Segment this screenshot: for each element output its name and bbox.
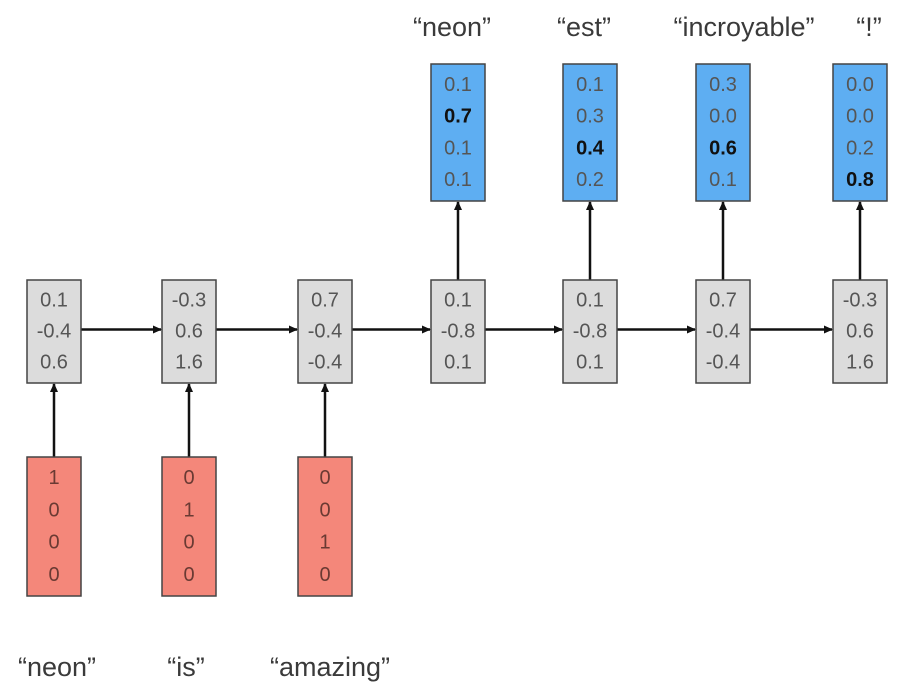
input-vector-box-value: 0 xyxy=(319,564,330,586)
input-vector-box-value: 0 xyxy=(48,499,59,521)
hidden-state-box-value: 0.7 xyxy=(311,290,339,312)
hidden-state-box-rect xyxy=(161,279,217,384)
hidden-state-box: 0.7 -0.4 -0.4 xyxy=(695,279,751,384)
output-vector-box-value: 0.0 xyxy=(846,106,874,128)
output-vector-box-value: 0.0 xyxy=(709,106,737,128)
input-vector-box-rect xyxy=(26,456,82,597)
hidden-state-box-value: 0.1 xyxy=(40,290,68,312)
hidden-state-box-rect xyxy=(695,279,751,384)
hidden-state-box-value: 1.6 xyxy=(846,352,874,374)
hidden-state-box-rect xyxy=(430,279,486,384)
input-vector-box: 1 0 0 0 xyxy=(26,456,82,597)
hidden-state-box-value: 0.1 xyxy=(444,352,472,374)
hidden-state-box-value: -0.4 xyxy=(308,352,342,374)
output-word-label: “est” xyxy=(557,12,611,42)
output-vector-box-rect xyxy=(832,63,888,202)
hidden-state-box-rect xyxy=(297,279,353,384)
input-vector-box-value: 0 xyxy=(183,532,194,554)
input-vector-box: 0 0 1 0 xyxy=(297,456,353,597)
boxes-layer: 0.1-0.40.6-0.30.61.60.7-0.4-0.40.1-0.80.… xyxy=(26,63,888,597)
hidden-state-box: 0.1 -0.8 0.1 xyxy=(562,279,618,384)
hidden-state-box-value: -0.8 xyxy=(573,321,607,343)
hidden-state-box-value: 1.6 xyxy=(175,352,203,374)
output-vector-box-value: 0.8 xyxy=(846,169,874,191)
input-vector-box-value: 0 xyxy=(319,467,330,489)
output-vector-box-value: 0.1 xyxy=(444,74,472,96)
input-word-label: “neon” xyxy=(18,652,96,682)
output-word-label: “!” xyxy=(856,12,881,42)
input-vector-box-value: 1 xyxy=(183,499,194,521)
output-vector-box-value: 0.2 xyxy=(846,137,874,159)
hidden-state-box-value: 0.1 xyxy=(576,352,604,374)
output-vector-box-value: 0.1 xyxy=(709,169,737,191)
hidden-state-box-value: -0.4 xyxy=(706,321,740,343)
hidden-state-box-value: -0.3 xyxy=(172,290,206,312)
hidden-state-box-value: -0.4 xyxy=(37,321,71,343)
hidden-state-box-value: 0.1 xyxy=(576,290,604,312)
hidden-state-box-value: -0.4 xyxy=(308,321,342,343)
output-vector-box-value: 0.1 xyxy=(444,169,472,191)
output-vector-box-value: 0.7 xyxy=(444,106,472,128)
input-vector-box: 0 1 0 0 xyxy=(161,456,217,597)
output-vector-box-value: 0.3 xyxy=(576,106,604,128)
hidden-state-box-rect xyxy=(832,279,888,384)
hidden-state-box: 0.1 -0.8 0.1 xyxy=(430,279,486,384)
hidden-state-box-value: 0.1 xyxy=(444,290,472,312)
output-vector-box: 0.3 0.0 0.6 0.1 xyxy=(695,63,751,202)
hidden-state-box-value: -0.8 xyxy=(441,321,475,343)
hidden-state-box-rect xyxy=(26,279,82,384)
hidden-state-box-value: -0.4 xyxy=(706,352,740,374)
input-vector-box-value: 0 xyxy=(48,564,59,586)
output-vector-box-rect xyxy=(430,63,486,202)
input-vector-box-value: 0 xyxy=(183,467,194,489)
output-vector-box-rect xyxy=(562,63,618,202)
input-vector-box-value: 1 xyxy=(48,467,59,489)
output-word-label: “neon” xyxy=(413,12,491,42)
output-vector-box-value: 0.2 xyxy=(576,169,604,191)
hidden-state-box-value: 0.7 xyxy=(709,290,737,312)
hidden-state-box-value: -0.3 xyxy=(843,290,877,312)
input-vector-box-value: 0 xyxy=(48,532,59,554)
hidden-state-box: 0.1 -0.4 0.6 xyxy=(26,279,82,384)
input-vector-box-value: 0 xyxy=(183,564,194,586)
input-word-label: “is” xyxy=(167,652,204,682)
input-word-label: “amazing” xyxy=(270,652,390,682)
output-vector-box-rect xyxy=(695,63,751,202)
hidden-state-box: -0.3 0.6 1.6 xyxy=(832,279,888,384)
hidden-state-box-value: 0.6 xyxy=(846,321,874,343)
output-vector-box: 0.1 0.7 0.1 0.1 xyxy=(430,63,486,202)
output-vector-box: 0.0 0.0 0.2 0.8 xyxy=(832,63,888,202)
output-vector-box-value: 0.4 xyxy=(576,137,605,159)
output-vector-box-value: 0.1 xyxy=(444,137,472,159)
hidden-state-box: -0.3 0.6 1.6 xyxy=(161,279,217,384)
hidden-state-box-value: 0.6 xyxy=(175,321,203,343)
input-vector-box-value: 0 xyxy=(319,499,330,521)
output-vector-box-value: 0.0 xyxy=(846,74,874,96)
hidden-state-box-rect xyxy=(562,279,618,384)
output-vector-box: 0.1 0.3 0.4 0.2 xyxy=(562,63,618,202)
output-vector-box-value: 0.6 xyxy=(709,137,737,159)
input-vector-box-rect xyxy=(297,456,353,597)
hidden-state-box: 0.7 -0.4 -0.4 xyxy=(297,279,353,384)
input-vector-box-value: 1 xyxy=(319,532,330,554)
output-vector-box-value: 0.1 xyxy=(576,74,604,96)
labels-layer: “neon” “est” “incroyable” “!” “neon” “is” “ama… xyxy=(18,12,882,682)
output-word-label: “incroyable” xyxy=(673,12,814,42)
input-vector-box-rect xyxy=(161,456,217,597)
output-vector-box-value: 0.3 xyxy=(709,74,737,96)
hidden-state-box-value: 0.6 xyxy=(40,352,68,374)
arrows-layer xyxy=(50,201,864,457)
